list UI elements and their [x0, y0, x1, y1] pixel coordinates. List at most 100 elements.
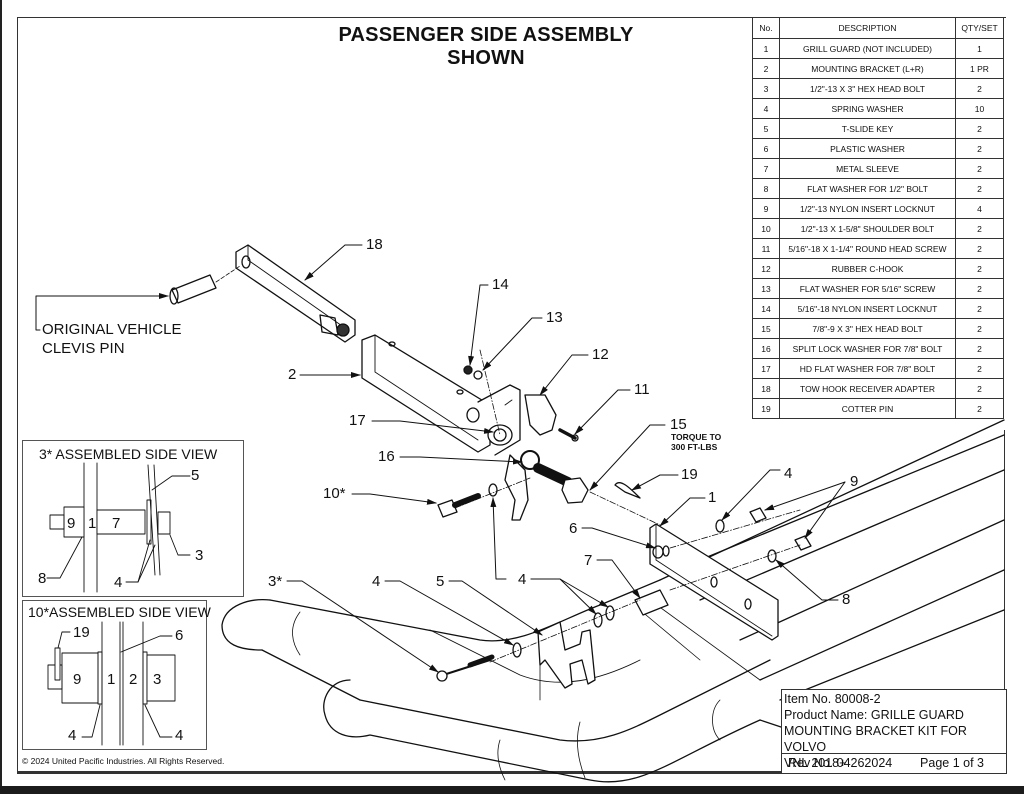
part-4-washer-b	[605, 605, 615, 621]
product-name-line-2: MOUNTING BRACKET KIT FOR VOLVO	[784, 724, 967, 754]
callout-5: 5	[436, 573, 445, 590]
part-4-spring-washer	[488, 483, 498, 497]
torque-note-line-1: TORQUE TO	[671, 432, 722, 442]
callout-3: 3*	[268, 573, 283, 590]
bom-cell-qty: 2	[955, 378, 1004, 399]
bom-cell-description: FLAT WASHER FOR 1/2" BOLT	[779, 178, 956, 199]
part-13-washer	[473, 370, 483, 380]
bom-cell-no: 13	[752, 278, 780, 299]
bom-cell-no: 11	[752, 238, 780, 259]
clevis-pin-label-line-1: ORIGINAL VEHICLE	[42, 321, 182, 338]
bom-cell-no: 9	[752, 198, 780, 219]
bom-cell-description: HD FLAT WASHER FOR 7/8" BOLT	[779, 358, 956, 379]
part-9-locknut-bottom	[794, 535, 812, 551]
bom-cell-no: 17	[752, 358, 780, 379]
bom-cell-qty: 2	[955, 298, 1004, 319]
bom-cell-description: SPLIT LOCK WASHER FOR 7/8" BOLT	[779, 338, 956, 359]
bom-cell-description: FLAT WASHER FOR 5/16" SCREW	[779, 278, 956, 299]
part-9-locknut-top	[749, 507, 767, 523]
bom-cell-no: 14	[752, 298, 780, 319]
callout-11: 11	[634, 381, 650, 398]
clevis-pin-label-line-2: CLEVIS PIN	[42, 340, 125, 357]
inset-3-label-8: 8	[38, 570, 47, 587]
callout-7: 7	[584, 552, 593, 569]
bom-cell-description: GRILL GUARD (NOT INCLUDED)	[779, 38, 956, 59]
part-14-locknut	[463, 365, 473, 375]
inset-3-label-3: 3	[195, 547, 204, 564]
callout-4-center: 4	[518, 571, 527, 588]
inset-10-label-6: 6	[175, 627, 184, 644]
bom-cell-qty: 10	[955, 98, 1004, 119]
page-title: PASSENGER SIDE ASSEMBLY SHOWN	[338, 24, 634, 69]
bom-cell-qty: 2	[955, 238, 1004, 259]
bom-cell-no: 7	[752, 158, 780, 179]
header-description: DESCRIPTION	[779, 17, 956, 39]
callout-4-left: 4	[372, 573, 381, 590]
bom-cell-qty: 2	[955, 338, 1004, 359]
bom-cell-no: 6	[752, 138, 780, 159]
part-12-c-hook	[524, 394, 557, 436]
title-block-main: Item No. 80008-2 Product Name: GRILLE GU…	[784, 691, 1006, 771]
bom-cell-qty: 2	[955, 398, 1004, 419]
part-4-washer-left	[512, 642, 522, 658]
clevis-pin	[169, 265, 241, 305]
bom-cell-description: 1/2"-13 NYLON INSERT LOCKNUT	[779, 198, 956, 219]
product-name-line-1: Product Name: GRILLE GUARD	[784, 708, 964, 722]
bom-cell-qty: 2	[955, 118, 1004, 139]
bom-cell-description: 1/2"-13 X 1-5/8" SHOULDER BOLT	[779, 218, 956, 239]
viewer-bottom-bar	[0, 786, 1024, 794]
callout-8: 8	[842, 591, 851, 608]
bom-cell-qty: 1	[955, 38, 1004, 59]
bom-cell-qty: 2	[955, 178, 1004, 199]
bom-cell-description: 5/16"-18 NYLON INSERT LOCKNUT	[779, 298, 956, 319]
revision-number: Rev No. 04262024	[788, 756, 893, 770]
title-block-divider	[782, 753, 1006, 754]
part-15-bolt	[533, 463, 589, 504]
sheet-border	[17, 17, 1006, 774]
bracket-hook	[504, 454, 529, 521]
bom-cell-no: 15	[752, 318, 780, 339]
bom-cell-description: TOW HOOK RECEIVER ADAPTER	[779, 378, 956, 399]
callout-1: 1	[708, 489, 717, 506]
title-block: Item No. 80008-2 Product Name: GRILLE GU…	[781, 689, 1007, 774]
torque-note-line-2: 300 FT-LBS	[671, 442, 718, 453]
bom-cell-description: SPRING WASHER	[779, 98, 956, 119]
center-lines	[454, 349, 801, 663]
bom-cell-qty: 2	[955, 78, 1004, 99]
part-4-washer-right	[715, 519, 725, 533]
inset-10-drawing	[47, 621, 176, 746]
bom-cell-qty: 2	[955, 258, 1004, 279]
bom-cell-qty: 2	[955, 158, 1004, 179]
part-5-t-slide-key	[537, 621, 596, 689]
bom-cell-description: 7/8"-9 X 3" HEX HEAD BOLT	[779, 318, 956, 339]
part-1-plate	[649, 523, 779, 641]
part-7-sleeve	[634, 589, 669, 616]
part-3-bolt	[436, 654, 495, 682]
item-number: Item No. 80008-2	[784, 692, 881, 706]
callout-18: 18	[366, 236, 383, 253]
sheet-left-edge	[0, 0, 2, 794]
bom-cell-no: 18	[752, 378, 780, 399]
bom-cell-no: 5	[752, 118, 780, 139]
copyright-notice: © 2024 United Pacific Industries. All Ri…	[22, 756, 225, 766]
page-indicator: Page 1 of 3	[920, 756, 984, 770]
bom-cell-no: 8	[752, 178, 780, 199]
bom-cell-no: 3	[752, 78, 780, 99]
part-18-adapter	[235, 244, 356, 343]
callout-10: 10*	[323, 485, 346, 502]
table-header-row: No. DESCRIPTION QTY/SET	[752, 17, 1004, 39]
bom-cell-qty: 2	[955, 318, 1004, 339]
bom-cell-description: MOUNTING BRACKET (L+R)	[779, 58, 956, 79]
callout-16: 16	[378, 448, 395, 465]
bom-cell-description: RUBBER C-HOOK	[779, 258, 956, 279]
inset-3-title: 3* ASSEMBLED SIDE VIEW	[39, 446, 218, 462]
